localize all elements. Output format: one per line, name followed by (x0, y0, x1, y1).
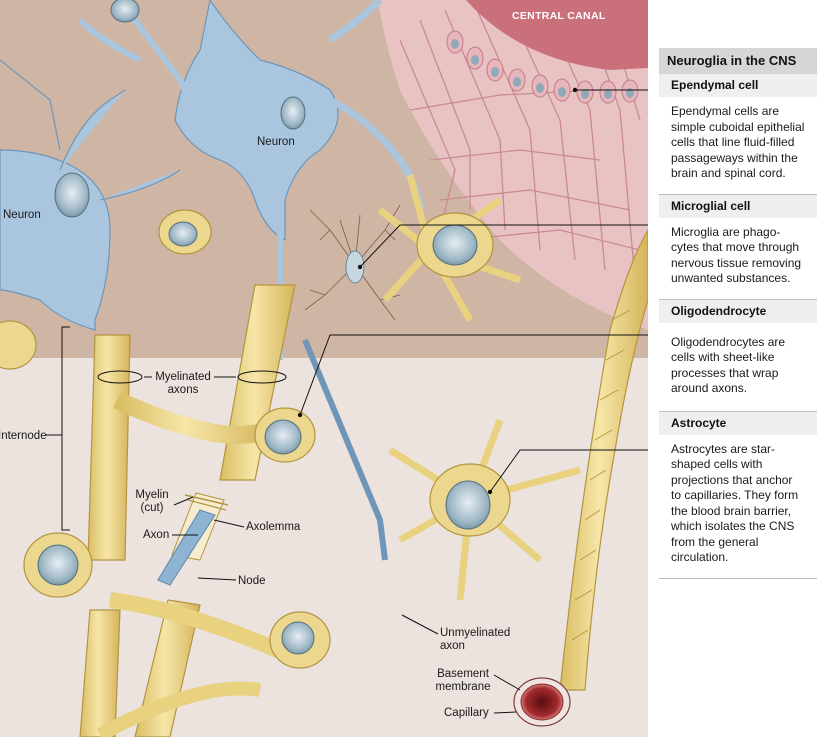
central-canal (466, 0, 648, 70)
astrocyte-nuclei (37, 224, 491, 655)
section-astrocyte: Astrocyte Astrocytes are star-shaped cel… (659, 411, 817, 579)
section-text: Microglia are phago- cytes that move thr… (671, 224, 802, 286)
section-oligodendrocyte: Oligodendrocyte Oligodendrocytes are cel… (659, 299, 817, 412)
oligodendrocyte (158, 209, 316, 463)
unmyelinated-axon-label: Unmyelinated axon (440, 627, 511, 652)
section-heading: Astrocyte (659, 411, 817, 435)
myelin-cut-label: Myelin (cut) (135, 489, 169, 514)
section-heading: Oligodendrocyte (659, 299, 817, 323)
myelin-cut-section (157, 492, 229, 586)
section-text: Astrocytes are star-shaped cells with pr… (671, 441, 799, 565)
leader-lines (46, 89, 648, 714)
section-text: Ependymal cells are simple cuboidal epit… (671, 104, 805, 180)
illustration-drawing (0, 0, 648, 737)
section-ependymal-cell: Ependymal cell Ependymal cells are simpl… (659, 74, 817, 195)
panel-title: Neuroglia in the CNS (659, 48, 817, 74)
axon-label: Axon (143, 529, 170, 541)
basement-membrane-label: Basement membrane (435, 668, 491, 693)
neuroglia-info-panel: Neuroglia in the CNS Ependymal cell Epen… (659, 48, 817, 579)
section-heading: Microglial cell (659, 194, 817, 218)
neuroglia-illustration: CENTRAL CANAL Neuron Neuron Myelinated a… (0, 0, 648, 737)
section-microglial-cell: Microglial cell Microglia are phago- cyt… (659, 194, 817, 300)
capillary-label: Capillary (444, 707, 489, 719)
capillary (513, 228, 648, 727)
axolemma-label: Axolemma (246, 521, 301, 533)
central-canal-label: CENTRAL CANAL (512, 10, 606, 22)
section-text: Oligodendrocytes are cells with sheet-li… (671, 334, 786, 396)
section-heading: Ependymal cell (659, 74, 817, 97)
ependymal-layer (378, 0, 648, 330)
neuron-label-left: Neuron (3, 209, 41, 221)
myelinated-axons-label: Myelinated axons (155, 371, 211, 396)
node-label: Node (238, 575, 266, 587)
internode-label: Internode (0, 430, 47, 442)
neuron-label-top: Neuron (257, 136, 295, 148)
microglial-cell (304, 204, 401, 321)
neuron-nuclei (54, 0, 306, 218)
